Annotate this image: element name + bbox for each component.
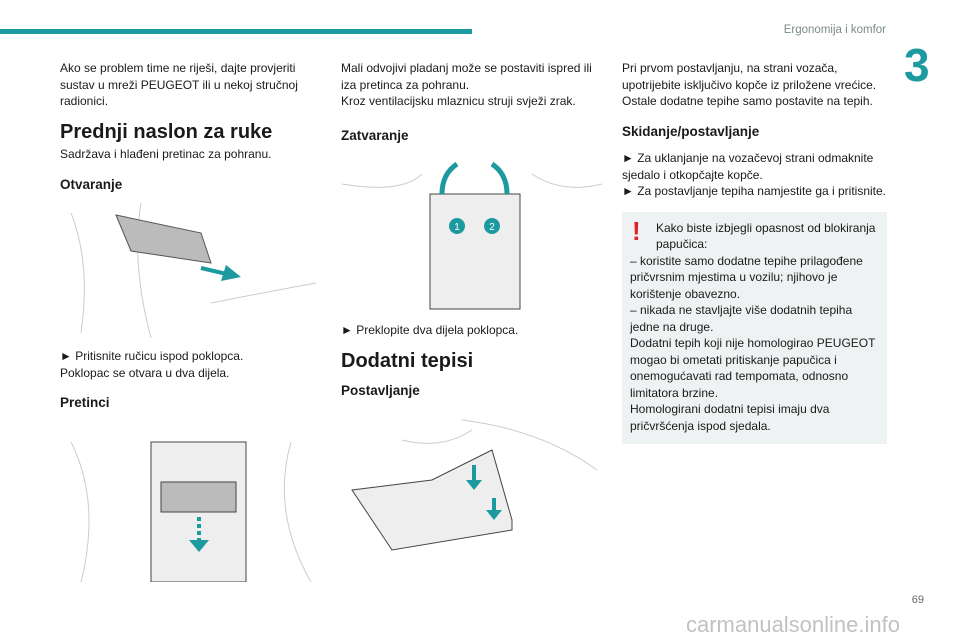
floor-mat-illustration [341, 409, 603, 585]
chapter-number: 3 [904, 39, 930, 91]
mats-title: Dodatni tepisi [341, 349, 474, 372]
armrest-desc: Sadržava i hlađeni pretinac za pohranu. [60, 147, 272, 161]
warning-icon: ! [632, 215, 641, 246]
step-lid-opens: Poklopac se otvara u dva dijela. [60, 365, 230, 380]
warning-para-2: Homologirani dodatni tepisi imaju dva pr… [630, 402, 830, 433]
column-3: Pri prvom postavljanju, na strani vozača… [622, 60, 887, 444]
badge-1: 1 [454, 222, 460, 233]
section-title: Ergonomija i komfor [783, 24, 886, 36]
armrest-open-illustration [60, 203, 322, 338]
header-accent-bar [0, 29, 472, 34]
warning-lead: Kako biste izbjegli opasnost od blokiran… [656, 220, 876, 252]
compartment-illustration [60, 421, 322, 582]
warning-box: ! Kako biste izbjegli opasnost od blokir… [622, 211, 887, 444]
warning-bullet-2: – nikada ne stavljajte više dodatnih tep… [630, 303, 853, 334]
step-remove: ► Za uklanjanje na vozačevoj strani odma… [622, 151, 874, 182]
remove-install-heading: Skidanje/postavljanje [622, 123, 760, 139]
intro-text: Ako se problem time ne riješi, dajte pro… [60, 61, 298, 108]
page-number: 69 [911, 594, 924, 606]
column-1: Ako se problem time ne riješi, dajte pro… [60, 60, 322, 582]
compartments-heading: Pretinci [60, 395, 110, 410]
armrest-title: Prednji naslon za ruke [60, 120, 273, 143]
closing-heading: Zatvaranje [341, 127, 409, 143]
badge-2: 2 [489, 222, 495, 233]
step-press-handle: ► Pritisnite ručicu ispod poklopca. [60, 349, 244, 363]
installing-heading: Postavljanje [341, 383, 420, 398]
warning-bullet-1: – koristite samo dodatne tepihe prilagođ… [630, 253, 863, 301]
warning-para-1: Dodatni tepih koji nije homologirao PEUG… [630, 336, 876, 400]
column-2: Mali odvojivi pladanj može se postaviti … [341, 60, 603, 585]
other-mats-text: Ostale dodatne tepihe samo postavite na … [622, 94, 873, 108]
step-install: ► Za postavljanje tepiha namjestite ga i… [622, 184, 887, 198]
step-fold-lid: ► Preklopite dva dijela poklopca. [341, 323, 519, 337]
tray-text: Mali odvojivi pladanj može se postaviti … [341, 61, 592, 92]
opening-heading: Otvaranje [60, 176, 123, 192]
watermark: carmanualsonline.info [685, 612, 900, 637]
armrest-close-illustration: 1 2 [341, 154, 603, 314]
vent-text: Kroz ventilacijsku mlaznicu struji svjež… [341, 94, 576, 108]
first-install-text: Pri prvom postavljanju, na strani vozača… [622, 61, 877, 92]
